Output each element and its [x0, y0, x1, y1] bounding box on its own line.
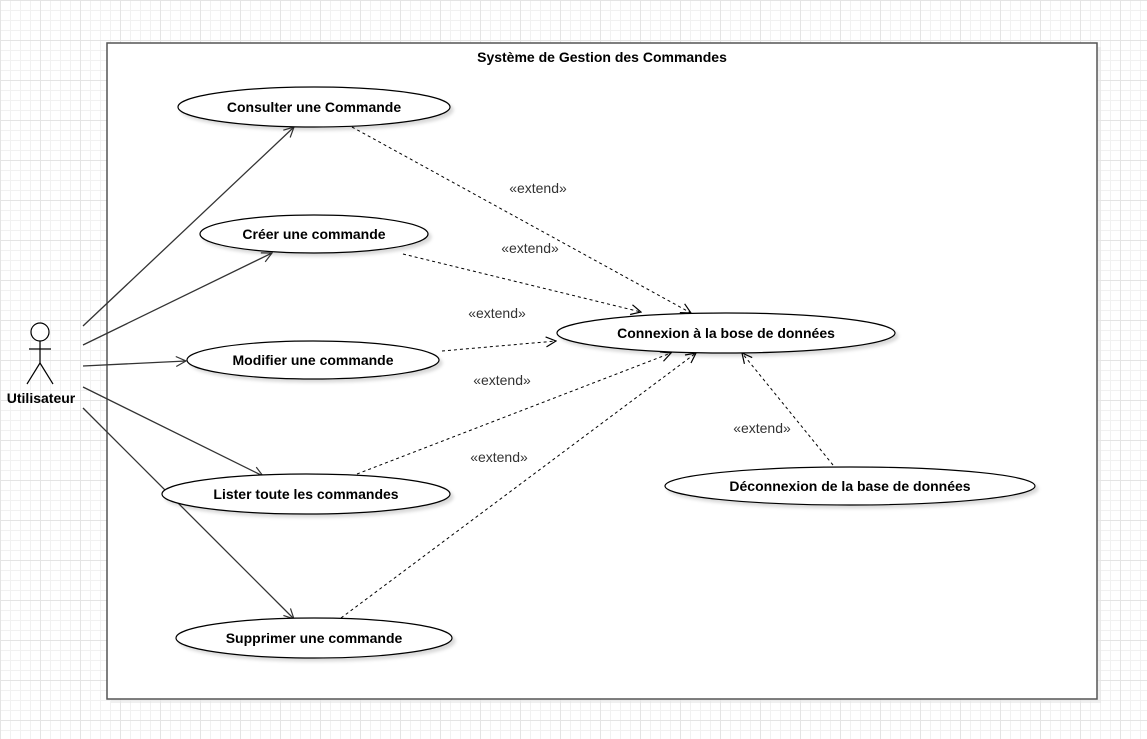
use-case-lister[interactable]: Lister toute les commandes	[161, 473, 451, 515]
use-case-label: Déconnexion de la base de données	[729, 478, 970, 494]
use-case-label: Consulter une Commande	[227, 99, 401, 115]
association-modifier	[82, 361, 186, 366]
association-lister	[82, 386, 263, 476]
extend-label: «extend»	[509, 180, 567, 196]
use-case-consulter[interactable]: Consulter une Commande	[177, 86, 451, 128]
extend-labels: «extend» «extend» «extend» «extend» «ext…	[468, 180, 791, 465]
use-case-modifier[interactable]: Modifier une commande	[186, 340, 440, 380]
extend-supprimer-connexion	[340, 353, 696, 619]
extend-consulter-connexion	[351, 126, 691, 313]
associations	[82, 127, 294, 619]
extend-creer-connexion	[402, 253, 641, 312]
extend-label: «extend»	[470, 449, 528, 465]
extend-modifier-connexion	[441, 341, 556, 352]
actor-label: Utilisateur	[7, 390, 76, 406]
system-title: Système de Gestion des Commandes	[477, 49, 727, 65]
use-case-supprimer[interactable]: Supprimer une commande	[175, 617, 453, 659]
extend-deconnexion-connexion	[742, 353, 834, 466]
extend-label: «extend»	[501, 240, 559, 256]
system-boundary[interactable]: Système de Gestion des Commandes	[106, 42, 1101, 703]
use-case-connexion[interactable]: Connexion à la bose de données	[556, 312, 896, 354]
use-case-label: Modifier une commande	[232, 352, 393, 368]
use-case-creer[interactable]: Créer une commande	[199, 214, 429, 254]
use-case-deconnexion[interactable]: Déconnexion de la base de données	[664, 466, 1036, 506]
extend-lister-connexion	[356, 353, 671, 475]
use-case-label: Créer une commande	[242, 226, 385, 242]
extend-label: «extend»	[733, 420, 791, 436]
use-case-label: Lister toute les commandes	[213, 486, 398, 502]
use-case-label: Connexion à la bose de données	[617, 325, 835, 341]
stick-figure-icon	[26, 322, 54, 385]
actor-utilisateur[interactable]: Utilisateur	[7, 322, 76, 406]
association-supprimer	[82, 407, 294, 619]
association-consulter	[82, 127, 294, 327]
association-creer	[82, 253, 272, 346]
use-case-label: Supprimer une commande	[226, 630, 403, 646]
extend-label: «extend»	[468, 305, 526, 321]
extend-relations	[340, 126, 834, 619]
extend-label: «extend»	[473, 372, 531, 388]
